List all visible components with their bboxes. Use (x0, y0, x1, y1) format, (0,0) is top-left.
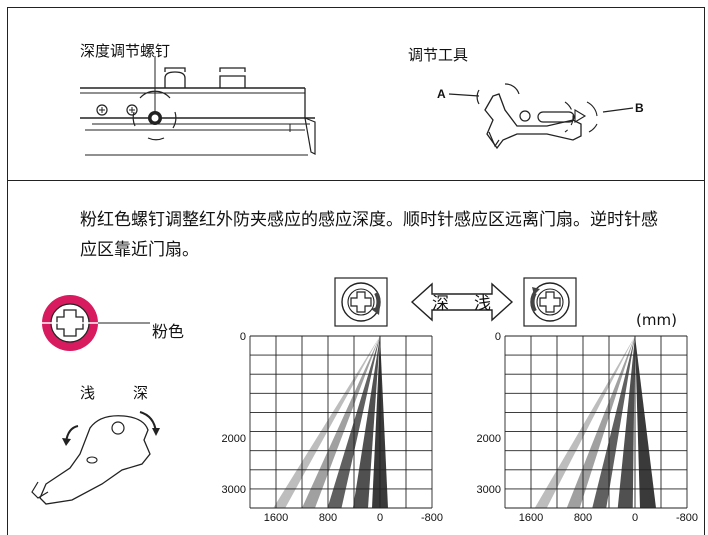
x-tick-label: 1600 (264, 512, 288, 524)
y-tick-label: 3000 (477, 484, 501, 496)
top-panel (7, 7, 705, 180)
depth-screw-label: 深度调节螺钉 (80, 42, 171, 60)
y-tick-label: 0 (495, 331, 501, 343)
x-tick-label: 0 (377, 512, 383, 524)
tool-label: 调节工具 (408, 46, 469, 64)
beam-1 (534, 336, 635, 508)
shallow-rotation-label: 浅 (80, 384, 96, 402)
adjustment-tool-illustration: A B (437, 83, 644, 150)
x-tick-label: -800 (421, 512, 443, 524)
arrow-shallow-label: 浅 (474, 294, 491, 313)
beam-2 (566, 336, 635, 508)
description-text: 粉红色螺钉调整红外防夹感应的感应深度。顺时针感应区远离门扇。逆时针感应区靠近门扇… (80, 210, 658, 260)
deep-rotation-label: 深 (133, 384, 149, 402)
counterclockwise-screw-icon (523, 277, 577, 327)
sensor-body-illustration (80, 56, 316, 156)
beam-4 (353, 336, 380, 508)
x-tick-label: 1600 (519, 512, 543, 524)
x-tick-label: 0 (632, 512, 638, 524)
y-tick-label: 3000 (222, 484, 246, 496)
beam-3 (592, 336, 635, 508)
pink-color-label: 粉色 (152, 322, 185, 341)
pink-screw-illustration (42, 295, 150, 351)
tool-end-a-label: A (437, 87, 446, 101)
clockwise-depth-chart: 1600 800 0 -800 0 2000 3000 (222, 331, 444, 524)
counterclockwise-depth-chart: 1600 800 0 -800 0 2000 3000 (477, 331, 699, 524)
unit-label: (mm) (636, 311, 677, 329)
y-tick-label: 2000 (222, 433, 246, 445)
clockwise-screw-icon (334, 277, 388, 327)
deep-shallow-double-arrow: 深 浅 (410, 282, 514, 322)
tool-end-b-label: B (635, 101, 644, 115)
y-tick-label: 2000 (477, 433, 501, 445)
y-tick-label: 0 (240, 331, 246, 343)
bottom-panel (7, 180, 705, 535)
beam-2 (302, 336, 380, 508)
rotation-tool-illustration (31, 411, 160, 505)
x-tick-label: -800 (676, 512, 698, 524)
beam-5 (635, 336, 656, 508)
beam-1 (273, 336, 380, 508)
x-tick-label: 800 (574, 512, 592, 524)
beam-4 (617, 336, 635, 508)
x-tick-label: 800 (319, 512, 337, 524)
arrow-deep-label: 深 (432, 294, 449, 313)
